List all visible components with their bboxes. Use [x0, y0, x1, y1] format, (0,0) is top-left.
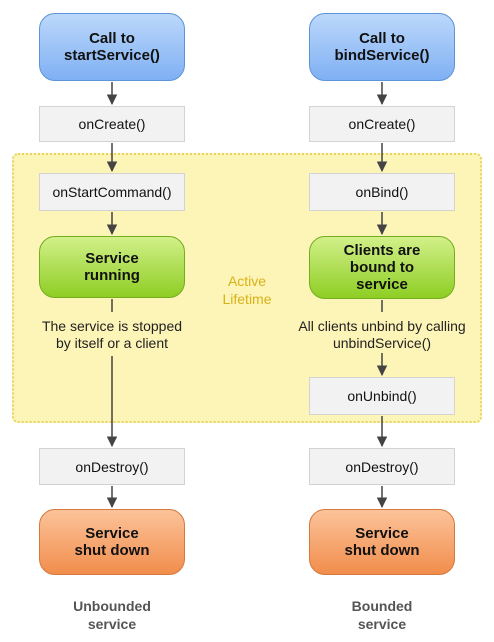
call-bind-service-line2: bindService()	[334, 47, 430, 64]
unbounded-caption-line1: Unbounded	[73, 598, 151, 614]
unbounded-caption-line2: service	[87, 616, 137, 632]
onbind-label: onBind()	[355, 184, 409, 200]
ondestroy-step-right: onDestroy()	[309, 448, 455, 485]
service-running-line2: running	[84, 267, 140, 284]
service-stopped-note-line2: by itself or a client	[55, 335, 169, 351]
onbind-step: onBind()	[309, 173, 455, 211]
active-lifetime-label-line2: Lifetime	[222, 291, 272, 307]
clients-bound-line2: bound to	[349, 259, 415, 276]
clients-unbind-note: All clients unbind by calling unbindServ…	[284, 318, 480, 352]
ondestroy-left-label: onDestroy()	[75, 458, 149, 475]
clients-bound-line1: Clients are	[343, 242, 421, 259]
call-bind-service-line1: Call to	[359, 30, 405, 47]
service-shutdown-right-line2: shut down	[344, 542, 420, 559]
bounded-caption-line2: service	[357, 616, 407, 632]
onstartcommand-label: onStartCommand()	[52, 184, 172, 200]
call-start-service-line1: Call to	[89, 30, 135, 47]
unbounded-service-caption: Unbounded service	[52, 597, 172, 633]
onunbind-step: onUnbind()	[309, 377, 455, 415]
service-shutdown-left-line1: Service	[85, 525, 139, 542]
service-stopped-note-line1: The service is stopped	[41, 318, 183, 334]
clients-unbind-note-line2: unbindService()	[332, 335, 432, 351]
active-lifetime-label-line1: Active	[227, 273, 267, 289]
onunbind-label: onUnbind()	[347, 388, 417, 404]
ondestroy-right-label: onDestroy()	[345, 458, 419, 475]
active-lifetime-label: Active Lifetime	[207, 272, 287, 308]
oncreate-step-left: onCreate()	[39, 106, 185, 142]
clients-bound-line3: service	[356, 276, 408, 293]
call-bind-service-node: Call to bindService()	[309, 13, 455, 81]
call-start-service-line2: startService()	[64, 47, 160, 64]
service-running-line1: Service	[85, 250, 139, 267]
service-shutdown-right-line1: Service	[355, 525, 409, 542]
bounded-service-caption: Bounded service	[322, 597, 442, 633]
service-shutdown-node-right: Service shut down	[309, 509, 455, 575]
oncreate-step-right: onCreate()	[309, 106, 455, 142]
service-shutdown-left-line2: shut down	[74, 542, 150, 559]
clients-bound-node: Clients are bound to service	[309, 236, 455, 299]
onstartcommand-step: onStartCommand()	[39, 173, 185, 211]
service-stopped-note: The service is stopped by itself or a cl…	[20, 318, 204, 352]
service-shutdown-node-left: Service shut down	[39, 509, 185, 575]
oncreate-right-label: onCreate()	[348, 116, 416, 132]
call-start-service-node: Call to startService()	[39, 13, 185, 81]
bounded-caption-line1: Bounded	[351, 598, 413, 614]
ondestroy-step-left: onDestroy()	[39, 448, 185, 485]
oncreate-left-label: onCreate()	[78, 116, 146, 132]
service-running-node: Service running	[39, 236, 185, 298]
clients-unbind-note-line1: All clients unbind by calling	[298, 318, 466, 334]
